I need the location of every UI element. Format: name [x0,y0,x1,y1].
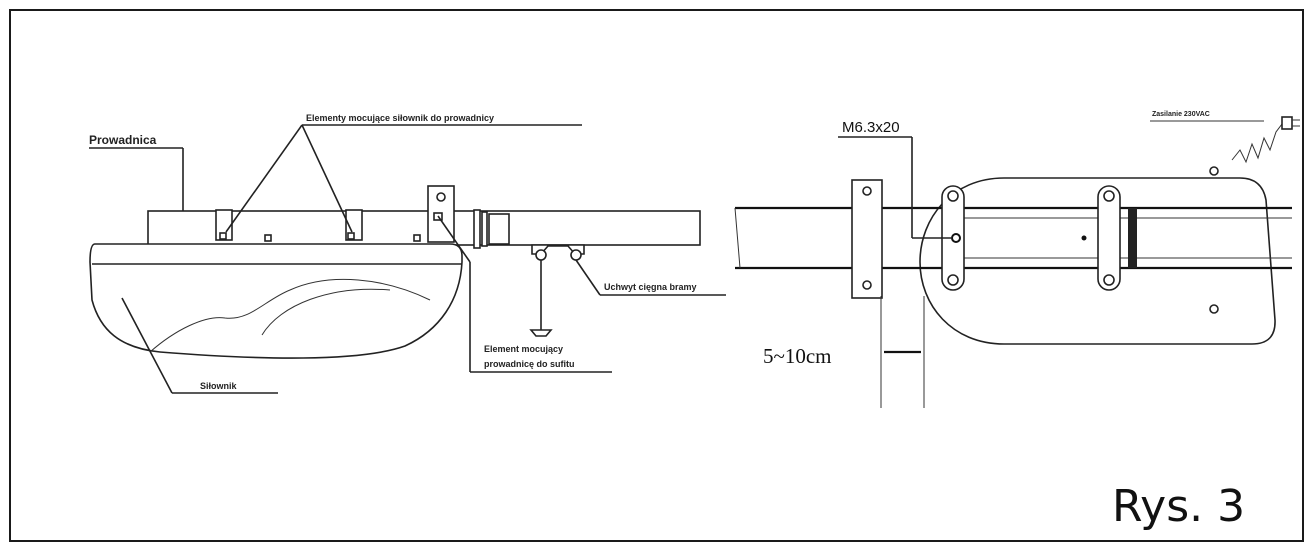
label-screw-size: M6.3x20 [842,119,900,136]
power-plug [1281,116,1293,130]
guide-rail [147,210,701,246]
right-top-view: M6.3x20 5~10cm Zasilanie 230VAC [734,111,1300,408]
trolley [531,244,585,255]
rail-rivet [264,234,272,242]
strap-right-bolt2 [1103,274,1115,286]
label-ceiling-mount-2: prowadnicę do sufitu [484,359,575,369]
strap-left-bolt1 [947,190,959,202]
power-cable [1231,123,1283,164]
leader-ceiling-a [437,215,471,263]
ceiling-bracket-top-hole1 [862,186,872,196]
rail-end-plate [473,209,481,249]
screw-marker [951,233,961,243]
leader-mount-b [301,124,353,233]
ceiling-bracket-hole [436,192,446,202]
leader-mount-a [225,124,303,233]
left-side-view: Elementy mocujące siłownik do prowadnicy… [89,113,726,394]
center-dot [1081,235,1087,241]
trolley-wheel-right [570,249,582,261]
ceiling-bracket-top-hole2 [862,280,872,290]
bracket-right-bolt [347,232,355,240]
leader-trolley-a [575,259,601,296]
label-power-supply: Zasilanie 230VAC [1152,111,1210,118]
figure-number: Rys. 3 [1112,481,1245,532]
ceiling-bracket-top [851,179,883,299]
rail-end-plate-2 [481,211,488,247]
leader-motor-a [121,297,173,394]
strap-right-bolt1 [1103,190,1115,202]
label-ceiling-mount-1: Element mocujący [484,344,563,354]
rail-end-block [488,213,510,245]
strap-left-bolt2 [947,274,959,286]
label-motor-mount-elements: Elementy mocujące siłownik do prowadnicy [306,113,494,123]
motor-housing [89,243,463,359]
housing-curve-inner [261,288,391,336]
label-distance: 5~10cm [763,344,832,368]
housing-curve [149,278,431,353]
housing-hole-top [1209,166,1219,176]
rail-rivet-2 [413,234,421,242]
housing-hole-bottom [1209,304,1219,314]
bracket-left-bolt [219,232,227,240]
label-motor: Siłownik [200,381,238,391]
trolley-wheel-left [535,249,547,261]
rail-cut-end [734,207,741,269]
sprocket-end [1128,208,1137,268]
label-guide-rail: Prowadnica [89,133,157,147]
fixing-strap-right [1097,185,1121,291]
pull-handle [529,329,553,337]
label-gate-pull-holder: Uchwyt cięgna bramy [604,282,697,292]
